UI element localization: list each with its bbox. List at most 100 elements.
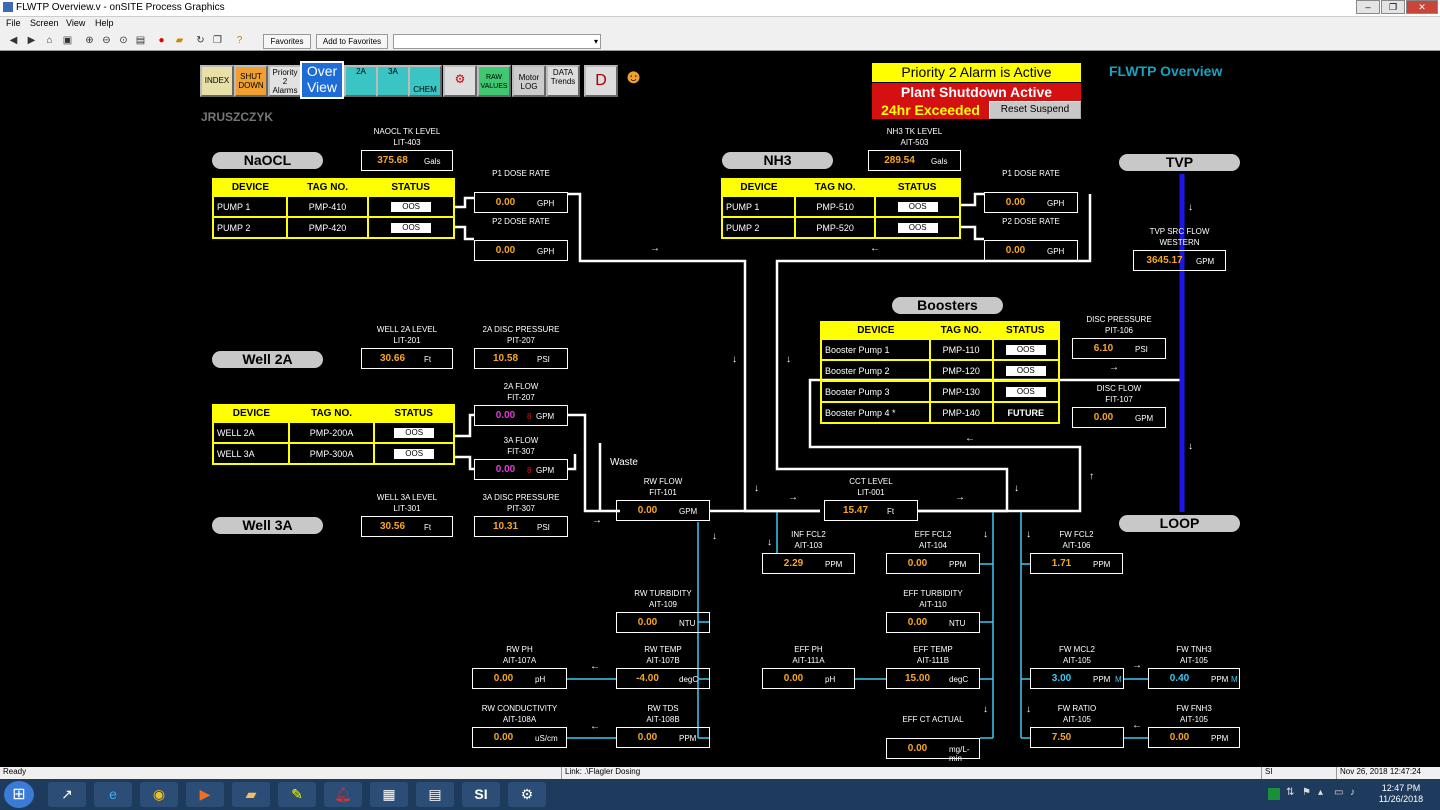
reading-name: EFF PH (794, 645, 823, 654)
zoom-icon[interactable]: ⊙ (119, 35, 128, 46)
taskbar-app-icon[interactable]: ↗ (48, 782, 86, 807)
record-icon[interactable]: ● (158, 35, 165, 46)
menu-file[interactable]: File (6, 18, 21, 28)
address-dropdown[interactable]: ▾ (393, 34, 601, 49)
back-icon[interactable]: ◀ (9, 35, 18, 46)
maximize-button[interactable]: ❐ (1381, 0, 1405, 14)
reset-suspend-button[interactable]: Reset Suspend (989, 101, 1081, 119)
nav-shutdown-button[interactable]: SHUT DOWN (234, 65, 268, 97)
menu-view[interactable]: View (66, 18, 86, 28)
save-icon[interactable]: ▣ (62, 35, 73, 46)
refresh-icon[interactable]: ↻ (196, 35, 205, 46)
forward-icon[interactable]: ▶ (27, 35, 36, 46)
taskbar-grid-icon[interactable]: ▤ (416, 782, 454, 807)
add-favorites-button[interactable]: Add to Favorites (316, 34, 388, 49)
copy-icon[interactable]: ❐ (213, 35, 222, 46)
tray-chevron-icon[interactable]: ▴ (1318, 787, 1324, 798)
zoom-out-icon[interactable]: ⊖ (102, 35, 111, 46)
taskbar-notes-icon[interactable]: ✎ (278, 782, 316, 807)
start-button[interactable]: ⊞ (4, 781, 34, 808)
tray-volume-icon[interactable]: ♪ (1350, 787, 1355, 798)
menu-help[interactable]: Help (95, 18, 114, 28)
zoom-in-icon[interactable]: ⊕ (85, 35, 94, 46)
nav-d-button[interactable]: D (584, 65, 618, 97)
nav-motor-log-button[interactable]: Motor LOG (512, 65, 546, 97)
minimize-button[interactable]: – (1356, 0, 1380, 14)
tray-icon[interactable] (1268, 788, 1280, 800)
nav-chem-button[interactable]: CHEM (408, 65, 442, 97)
taskbar-folder-icon[interactable]: ▰ (232, 782, 270, 807)
help-icon[interactable]: ? (236, 35, 243, 46)
taskbar-si-icon[interactable]: SI (462, 782, 500, 807)
nav-3a-button[interactable]: 3A (376, 65, 410, 97)
favorites-button[interactable]: Favorites (263, 34, 311, 49)
folder-icon[interactable]: ▰ (175, 35, 184, 46)
nav-priority2-button[interactable]: Priority 2 Alarms (268, 65, 302, 97)
home-icon[interactable]: ⌂ (46, 35, 53, 46)
menu-screen[interactable]: Screen (30, 18, 59, 28)
flow-arrow-icon: ← (870, 243, 880, 254)
nav-motors-button[interactable]: ⚙ (443, 65, 477, 97)
tray-display-icon[interactable]: ▭ (1334, 787, 1344, 798)
fw-ratio-value-box[interactable]: 7.50 (1030, 727, 1124, 748)
nav-data-trends-button[interactable]: DATA Trends (546, 65, 580, 97)
tray-network-icon[interactable]: ⇅ (1286, 787, 1295, 798)
taskbar-alarm-icon[interactable]: 🔔︎ (324, 782, 362, 807)
taskbar-browser-icon[interactable]: e (94, 782, 132, 807)
tray-flag-icon[interactable]: ⚑ (1302, 787, 1311, 798)
nav-overview-button[interactable]: Over View (300, 61, 344, 99)
taskbar-media-icon[interactable]: ▶ (186, 782, 224, 807)
taskbar-chrome-icon[interactable]: ◉ (140, 782, 178, 807)
nav-index-button[interactable]: INDEX (200, 65, 234, 97)
close-button[interactable]: ✕ (1406, 0, 1438, 14)
nav-raw-values-button[interactable]: RAW VALUES (477, 65, 511, 97)
nav-2a-button[interactable]: 2A (344, 65, 378, 97)
taskbar-settings-icon[interactable]: ⚙ (508, 782, 546, 807)
taskbar-graphics-icon[interactable]: ▦ (370, 782, 408, 807)
print-icon[interactable]: ▤ (135, 35, 146, 46)
